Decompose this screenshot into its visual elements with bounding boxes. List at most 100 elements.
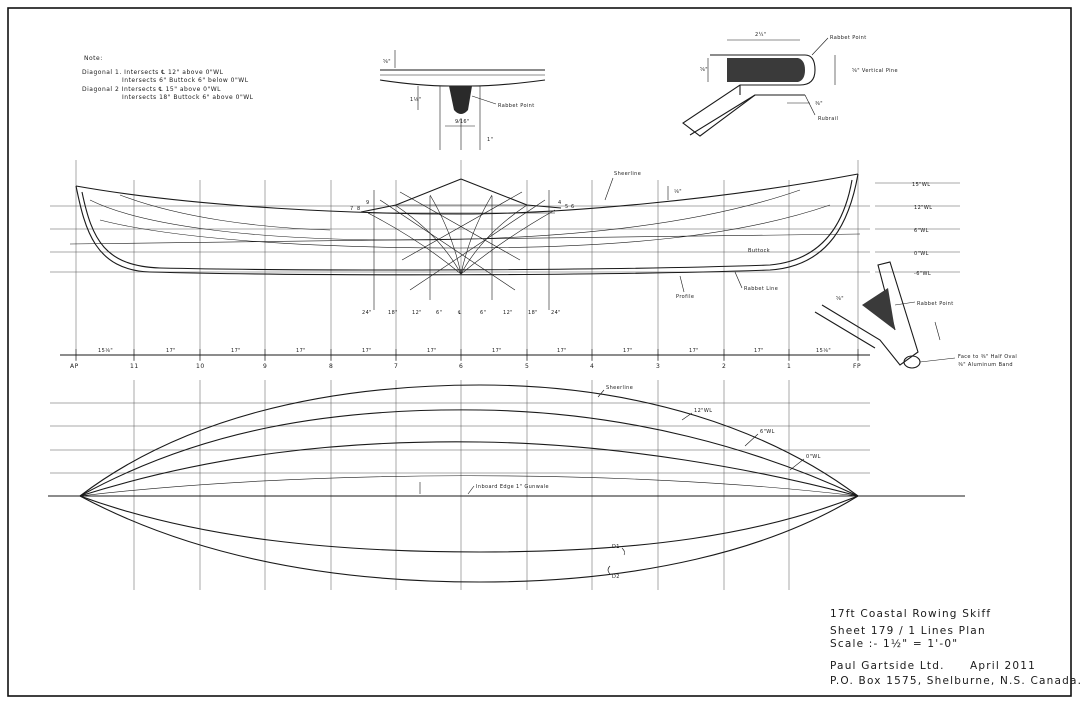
gunwale-bottom-dim: ⅜": [815, 101, 823, 107]
hb-d1-label: D1: [612, 544, 620, 550]
spacing-12: 15⅛": [816, 348, 831, 354]
station-label-10: 10: [196, 363, 205, 370]
spacing-6: 17": [427, 348, 437, 354]
spacing-11: 17": [754, 348, 764, 354]
designer-address: P.O. Box 1575, Shelburne, N.S. Canada.: [830, 675, 1080, 687]
hull-bottom: [75, 173, 859, 276]
hb-wl6-label: 6"WL: [760, 429, 775, 435]
gunwale-height-dim: ⅝": [700, 67, 708, 73]
drawing-date: April 2011: [970, 660, 1036, 672]
offset-6: 12": [503, 310, 513, 316]
plan-wl-12: [79, 409, 859, 497]
spacing-10: 17": [689, 348, 699, 354]
spacing-5: 17": [362, 348, 372, 354]
gunwale-wale-label: Rubrail: [818, 116, 838, 122]
sheet-number: Sheet 179 / 1 Lines Plan: [830, 625, 986, 637]
gunwale-vertical-label: ⅝" Vertical Pine: [852, 68, 898, 74]
body-station-6: 6: [571, 204, 575, 210]
keel-section-detail: ⅝" 1⅛" 9⁄16" 1" Rabbet Point: [379, 50, 546, 150]
offset-2: 12": [412, 310, 422, 316]
gunwale-rabbet-label: Rabbet Point: [830, 35, 867, 41]
hb-wl12-label: 12"WL: [694, 408, 712, 414]
notes-block: Note: Diagonal 1. Intersects ℄ 12" above…: [82, 55, 254, 101]
station-lines-lower: [133, 380, 790, 590]
station-label-9: 9: [263, 363, 267, 370]
profile-rabbet-label: Rabbet Line: [744, 286, 778, 292]
station-label-1: 1: [787, 363, 791, 370]
keel-top-dim: ⅝": [383, 59, 391, 65]
offset-8: 24": [551, 310, 561, 316]
station-label-11: 11: [130, 363, 139, 370]
offset-3: 6": [436, 310, 442, 316]
offset-1: 18": [388, 310, 398, 316]
plan-diagonal-d2: [79, 495, 859, 583]
spacing-9: 17": [623, 348, 633, 354]
spacing-3: 17": [231, 348, 241, 354]
drawing-scale: Scale :- 1½" = 1'-0": [830, 638, 958, 650]
body-station-8: 8: [357, 206, 361, 212]
hb-sheerline-label: Sheerline: [606, 385, 633, 391]
buttock-lines-plan: [50, 402, 870, 474]
station-label-7: 7: [394, 363, 398, 370]
stem-note-2: ⅜" Aluminum Band: [958, 362, 1013, 368]
body-station-9: 9: [366, 200, 370, 206]
offset-5: 6": [480, 310, 486, 316]
spacing-7: 17": [492, 348, 502, 354]
rabbet-line: [81, 179, 853, 271]
stem-detail: ⅝" Rabbet Point Face to ⅜" Half Oval ⅜" …: [814, 261, 1017, 369]
drawing-title: 17ft Coastal Rowing Skiff: [830, 608, 991, 620]
hb-wl0-label: 0"WL: [806, 454, 821, 460]
hb-d2-label: D2: [612, 574, 620, 580]
keel-width-dim: 9⁄16": [455, 119, 470, 125]
note-line-2: Intersects 6" Buttock 6" below 0"WL: [122, 77, 249, 84]
profile-buttock-label: Buttock: [748, 248, 770, 254]
station-label-5: 5: [525, 363, 529, 370]
wl-label-15: 15"WL: [912, 182, 930, 188]
station-label-ap: AP: [70, 363, 79, 370]
wl-label-neg6: -6"WL: [914, 271, 931, 277]
hb-gunwale-label: Inboard Edge 1" Gunwale: [476, 484, 549, 490]
body-plan: 7 8 9 4 5 6: [350, 178, 575, 310]
gunwale-width-dim: 2¼": [755, 32, 767, 38]
wl-label-12: 12"WL: [914, 205, 932, 211]
profile-profile-label: Profile: [676, 294, 694, 300]
keel-bottom-dim: 1": [487, 137, 493, 143]
keel-depth-dim: 1⅛": [410, 97, 422, 103]
profile-freeboard-dim: ⅛": [674, 189, 682, 195]
offset-4: ℄: [458, 310, 462, 316]
stem-note-1: Face to ⅜" Half Oval: [958, 354, 1017, 360]
designer-name: Paul Gartside Ltd.: [830, 660, 945, 672]
station-label-4: 4: [590, 363, 594, 370]
note-line-3: Diagonal 2 Intersects ℄ 15" above 0"WL: [82, 86, 221, 93]
gunwale-detail: 2¼" ⅝" Rabbet Point ⅝" Vertical Pine ⅜" …: [682, 32, 898, 137]
station-dimension-line: 15⅛" 17" 17" 17" 17" 17" 17" 17" 17" 17"…: [60, 348, 870, 370]
body-plan-offsets: 24" 18" 12" 6" ℄ 6" 12" 18" 24": [362, 310, 561, 316]
wl-label-6: 6"WL: [914, 228, 929, 234]
profile-view: 7 8 9 4 5 6 24" 18" 12" 6" ℄ 6" 12" 18" …: [50, 160, 960, 360]
note-line-4: Intersects 18" Buttock 6" above 0"WL: [122, 94, 254, 101]
spacing-4: 17": [296, 348, 306, 354]
notes-heading: Note:: [84, 55, 103, 62]
offset-0: 24": [362, 310, 372, 316]
station-label-3: 3: [656, 363, 660, 370]
station-label-6: 6: [459, 363, 463, 370]
station-label-fp: FP: [853, 363, 861, 370]
body-station-4: 4: [558, 200, 562, 206]
stem-rabbet-label: Rabbet Point: [917, 301, 954, 307]
station-lines-upper: [75, 160, 859, 360]
sheer-line: [75, 173, 859, 215]
plan-sheerline: [79, 384, 859, 497]
spacing-8: 17": [557, 348, 567, 354]
stem-angle-dim: ⅝": [836, 296, 844, 302]
wl-label-0: 0"WL: [914, 251, 929, 257]
offset-7: 18": [528, 310, 538, 316]
half-breadth-plan: Sheerline 12"WL 6"WL 0"WL Inboard Edge 1…: [48, 380, 965, 590]
plan-wl-6: [79, 441, 859, 497]
profile-sheerline-label: Sheerline: [614, 171, 641, 177]
station-label-8: 8: [329, 363, 333, 370]
body-station-7: 7: [350, 206, 354, 212]
note-line-1: Diagonal 1. Intersects ℄ 12" above 0"WL: [82, 69, 224, 76]
spacing-2: 17": [166, 348, 176, 354]
sheet-border: [7, 7, 1072, 697]
